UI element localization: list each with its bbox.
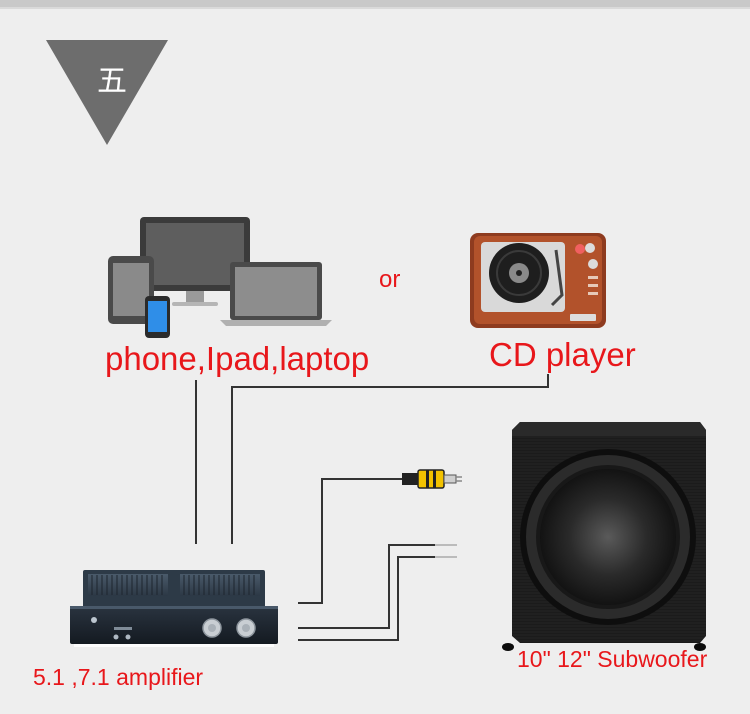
label-or: or	[379, 266, 401, 293]
cable-speaker-wire-1	[298, 544, 457, 629]
amplifier-icon	[70, 570, 278, 647]
rca-plug-icon	[402, 469, 462, 489]
label-source-devices: phone,Ipad,laptop	[105, 340, 370, 377]
cables	[195, 374, 549, 641]
label-cd-player: CD player	[489, 336, 636, 373]
cable-rca-to-amp	[298, 478, 402, 604]
label-amplifier: 5.1 ,7.1 amplifier	[33, 664, 204, 690]
cable-speaker-wire-2	[298, 556, 457, 641]
record-player-icon	[470, 233, 606, 328]
step-number: 五	[97, 64, 127, 99]
step-badge-triangle	[46, 40, 168, 145]
cable-cd-to-amp	[231, 374, 549, 544]
devices-icon	[108, 217, 332, 338]
top-strip	[0, 0, 750, 7]
subwoofer-icon	[502, 422, 706, 651]
label-subwoofer: 10" 12" Subwoofer	[517, 646, 708, 672]
